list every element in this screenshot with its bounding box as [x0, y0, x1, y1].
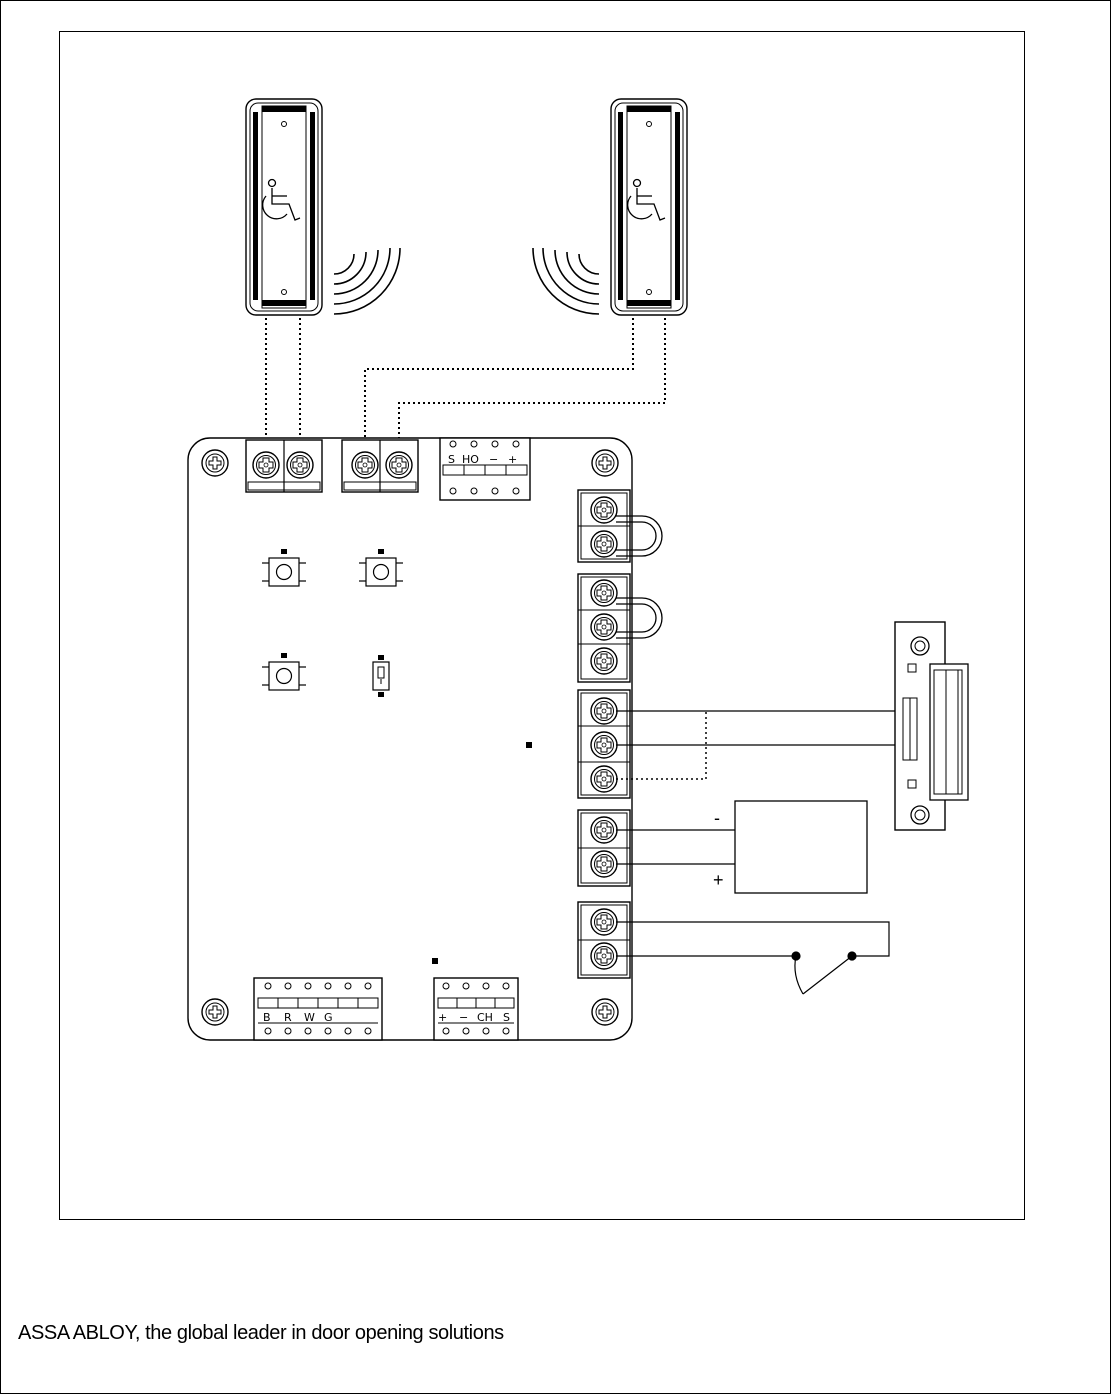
terminal-block-jumper-2: [578, 574, 630, 682]
polarity-plus-label: +: [713, 870, 724, 890]
led-indicator: [526, 742, 532, 748]
controller-board: [188, 438, 632, 1040]
terminal-label: W: [304, 1011, 315, 1024]
terminal-label: G: [324, 1011, 333, 1024]
top-connector: S HO − +: [440, 438, 530, 500]
terminal-label: R: [284, 1011, 292, 1024]
terminal-label: −: [459, 1011, 468, 1024]
terminal-label: HO: [462, 453, 479, 466]
push-plate-left: [246, 99, 322, 315]
terminal-label: −: [489, 453, 498, 466]
lock-wiring: [616, 711, 896, 779]
push-plate-terminal-right: [342, 440, 418, 492]
electric-strike: [895, 622, 968, 830]
push-plate-right: [611, 99, 687, 315]
terminal-label: S: [503, 1011, 510, 1024]
wireless-signal-icon: [334, 248, 400, 314]
bottom-left-connector: B R W G: [254, 978, 382, 1040]
terminal-block-power: [578, 810, 630, 886]
terminal-label: +: [438, 1011, 447, 1024]
terminal-label: S: [448, 453, 455, 466]
switch-contact: [616, 922, 889, 994]
terminal-label: CH: [477, 1011, 493, 1024]
terminal-label: +: [508, 453, 517, 466]
terminal-block-jumper-1: [578, 490, 630, 562]
wireless-signal-icon: [533, 248, 599, 314]
footer-tagline: ASSA ABLOY, the global leader in door op…: [18, 1322, 504, 1345]
bottom-right-connector: + − CH S: [434, 978, 518, 1040]
polarity-minus-label: -: [714, 808, 720, 828]
power-supply: - +: [616, 801, 867, 893]
push-plate-wiring: [266, 318, 665, 444]
push-plate-terminal-left: [246, 440, 322, 492]
terminal-block-lock: [578, 690, 630, 798]
terminal-block-switch: [578, 902, 630, 978]
led-indicator: [432, 958, 438, 964]
terminal-label: B: [263, 1011, 271, 1024]
